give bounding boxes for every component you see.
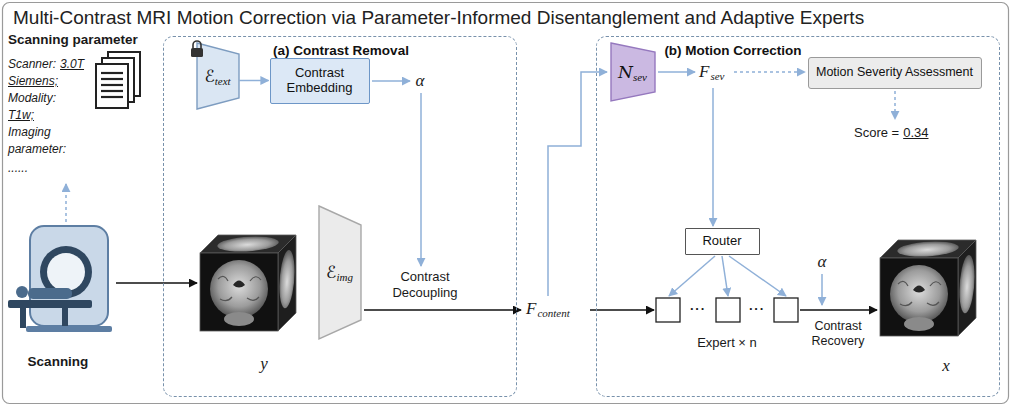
flow-arrow xyxy=(712,88,714,226)
operation-label: Contrast Decoupling xyxy=(383,269,467,300)
text-holder: Router xyxy=(686,229,759,254)
document-icon xyxy=(101,78,123,80)
text-holder: Nsev xyxy=(610,42,656,102)
lock-icon xyxy=(191,48,203,57)
panel-region: (a) Contrast RemovalℰtextContrast Embedd… xyxy=(163,36,517,397)
mri-scanner-icon xyxy=(47,253,85,291)
trapezoid-shape xyxy=(319,206,361,339)
box-label: Router xyxy=(702,234,741,249)
text-holder: Motion Severity Assessment xyxy=(809,58,981,88)
flow-arrow xyxy=(372,80,410,82)
flow-arrow xyxy=(729,256,786,296)
flow-arrow xyxy=(669,256,715,296)
mri-volume xyxy=(200,235,296,331)
document-icon xyxy=(101,72,123,74)
document-icon xyxy=(101,90,123,92)
box-label: Contrast Embedding xyxy=(277,66,363,96)
lock-icon xyxy=(191,41,203,57)
flow-arrow xyxy=(66,72,895,310)
flow-arrow xyxy=(658,71,695,73)
expert-box xyxy=(656,298,680,322)
text-holder: Contrast Embedding xyxy=(271,59,369,103)
flow-arrow xyxy=(722,256,728,296)
text-encoder: ℰtext xyxy=(196,42,240,110)
panel-title: (b) Motion Correction xyxy=(664,43,801,58)
feature-symbol: F xyxy=(526,299,536,319)
lock-icon xyxy=(193,41,201,48)
figure-title: Multi-Contrast MRI Motion Correction via… xyxy=(13,7,864,29)
parameter-value: 3.0T xyxy=(60,56,84,73)
document-icon xyxy=(101,73,123,97)
mri-scanner-icon xyxy=(28,288,72,299)
document-icon xyxy=(101,96,123,98)
mri-scanner-icon xyxy=(30,226,108,326)
parameter-text: Modality: xyxy=(8,90,56,107)
variable-symbol: x xyxy=(942,356,950,376)
ellipsis: ...... xyxy=(8,160,28,177)
flow-arrow xyxy=(420,93,422,266)
box-label: Motion Severity Assessment xyxy=(816,65,973,79)
severity-network: Nsev xyxy=(610,42,656,102)
parameter-value: Siemens; xyxy=(8,73,58,90)
score-value: 0.34 xyxy=(903,125,928,141)
mri-scanner-icon xyxy=(8,300,92,308)
parameter-text: Imaging parameter: xyxy=(8,124,80,158)
image-encoder: ℰimg xyxy=(318,205,362,340)
connector-arrow xyxy=(240,80,269,82)
flow-arrow xyxy=(800,309,877,311)
mri-volume xyxy=(880,240,976,336)
parameter-value: T1w; xyxy=(8,107,34,124)
network-subscript: sev xyxy=(633,71,647,83)
network-subscript: img xyxy=(336,271,353,283)
feature-subscript: content xyxy=(537,307,569,320)
expert-box xyxy=(656,298,798,322)
flow-arrow xyxy=(548,72,607,296)
flow-arrow xyxy=(590,309,654,311)
flow-arrow xyxy=(734,71,805,73)
panel-title: (a) Contrast Removal xyxy=(273,43,409,58)
mri-scanner-icon xyxy=(20,308,26,328)
document-icon xyxy=(101,84,123,86)
trapezoid-shape xyxy=(611,43,655,101)
document-icon xyxy=(96,52,140,108)
section-heading: Scanning parameter xyxy=(8,32,138,48)
panel-region: (b) Motion CorrectionNsevMotion Severity… xyxy=(596,36,1000,397)
text-holder: ℰimg xyxy=(318,205,362,340)
mri-scanner-icon xyxy=(26,326,112,332)
feature-subscript: sev xyxy=(710,70,724,83)
router-box: Router xyxy=(685,228,760,255)
trapezoid-shape xyxy=(197,43,239,109)
network-symbol: N xyxy=(618,62,633,82)
variable-symbol: α xyxy=(416,71,425,91)
flow-arrow xyxy=(894,91,896,119)
ellipsis: ··· xyxy=(690,301,706,317)
operation-label: Contrast Recovery xyxy=(800,319,876,349)
document-icon xyxy=(96,64,128,108)
flow-arrow xyxy=(65,184,67,222)
mri-scanner-icon xyxy=(16,286,28,298)
mri-scanner-icon xyxy=(8,226,112,332)
process-box: Motion Severity Assessment xyxy=(808,57,982,89)
network-subscript: text xyxy=(215,75,231,87)
flow-arrow xyxy=(116,282,197,284)
text-holder: ℰtext xyxy=(196,42,240,110)
parameter-text: Scanner: xyxy=(8,56,56,73)
expert-box xyxy=(774,298,798,322)
mri-scanner-icon xyxy=(62,308,68,328)
flow-arrow xyxy=(821,274,823,305)
expert-box xyxy=(716,298,740,322)
ellipsis: ··· xyxy=(749,301,765,317)
scanner-label: Scanning xyxy=(28,354,89,370)
feature-symbol: F xyxy=(699,62,709,82)
network-symbol: ℰ xyxy=(204,66,214,86)
figure-frame xyxy=(3,3,1009,404)
variable-symbol: y xyxy=(260,354,268,374)
flow-arrow xyxy=(364,309,521,311)
score-text: Score = xyxy=(854,125,899,141)
variable-symbol: α xyxy=(818,252,827,272)
expert-label: Expert × n xyxy=(697,335,757,351)
network-symbol: ℰ xyxy=(326,262,336,282)
process-box: Contrast Embedding xyxy=(270,58,370,104)
